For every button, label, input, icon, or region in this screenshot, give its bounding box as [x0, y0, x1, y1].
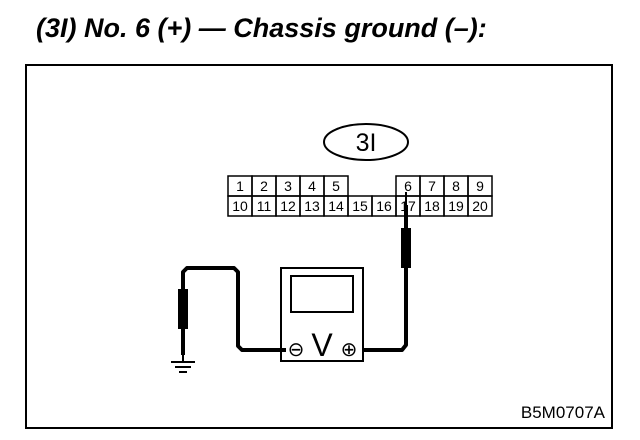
positive-lead-wire	[362, 205, 408, 352]
negative-probe	[178, 289, 188, 329]
connector-pin-7-label: 7	[428, 178, 436, 194]
connector-pin-12-label: 12	[280, 198, 296, 214]
connector-pin-14-label: 14	[328, 198, 344, 214]
voltmeter-display	[290, 275, 354, 313]
connector-pin-19-label: 19	[448, 198, 464, 214]
connector-pin-17-label: 17	[400, 198, 416, 214]
voltmeter-negative-terminal: ⊖	[288, 339, 305, 361]
connector-pin-13-label: 13	[304, 198, 320, 214]
connector-pin-11-label: 11	[257, 198, 272, 214]
voltmeter-body	[280, 267, 364, 362]
connector-pin-18-label: 18	[424, 198, 440, 214]
connector-pin-8-label: 8	[452, 178, 460, 194]
connector-pin-9-label: 9	[476, 178, 484, 194]
connector-pin-16-label: 16	[376, 198, 392, 214]
negative-lead-wire	[181, 266, 286, 355]
connector-pin-15-label: 15	[352, 198, 368, 214]
connector-pin-20-label: 20	[472, 198, 488, 214]
positive-probe	[401, 228, 411, 268]
connector-label-ellipse	[323, 123, 409, 161]
connector-pin-10-label: 10	[232, 198, 248, 214]
voltmeter-positive-terminal: ⊕	[341, 339, 358, 361]
connector-pin-3-label: 3	[284, 178, 292, 194]
figure-code: B5M0707A	[521, 403, 606, 422]
connector-pin-4-label: 4	[308, 178, 316, 194]
ground-icon	[171, 352, 195, 373]
connector-pin-2-label: 2	[260, 178, 268, 194]
diagram-frame	[25, 64, 613, 429]
connector-pin-1-label: 1	[236, 178, 244, 194]
connector-pin-5-label: 5	[332, 178, 340, 194]
voltmeter-symbol: V	[311, 327, 333, 363]
page-title: (3I) No. 6 (+) — Chassis ground (–):	[36, 13, 487, 43]
connector-label: 3I	[356, 129, 377, 157]
connector-pin-20-cell	[467, 195, 493, 217]
connector-pin-6-label: 6	[404, 178, 412, 194]
